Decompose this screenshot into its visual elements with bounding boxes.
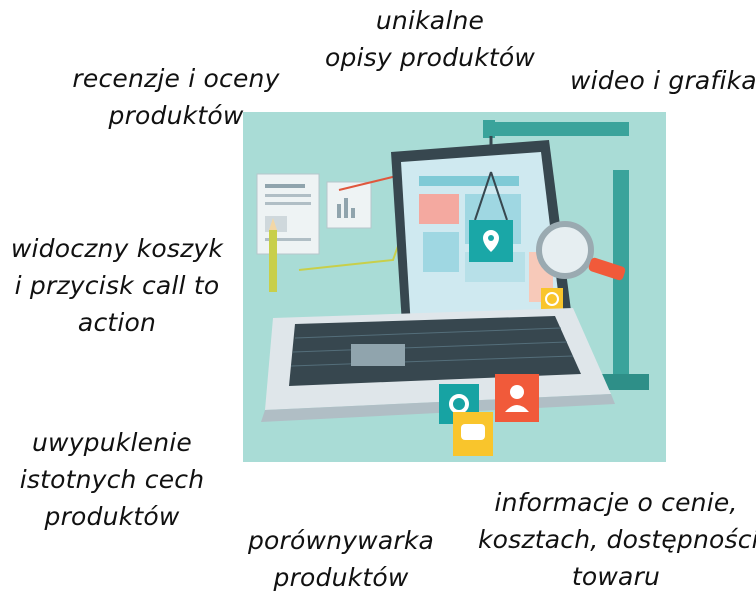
label-line: informacje o cenie, <box>494 488 738 517</box>
user-icon <box>495 374 539 422</box>
label-unique-descriptions: unikalne opisy produktów <box>320 2 540 76</box>
label-line: action <box>77 308 157 337</box>
label-line: porównywarka <box>247 526 435 555</box>
laptop-illustration <box>243 112 666 462</box>
label-line: opisy produktów <box>324 43 536 72</box>
label-line: produktów <box>273 563 409 592</box>
label-line: recenzje i oceny <box>72 64 280 93</box>
laptop-keyboard <box>261 308 615 422</box>
document-icon <box>256 173 320 255</box>
label-line: uwypuklenie <box>32 428 192 457</box>
label-line: unikalne <box>375 6 485 35</box>
label-line: kosztach, dostępności <box>478 525 756 554</box>
label-price-info: informacje o cenie, kosztach, dostępnośc… <box>478 484 756 595</box>
label-features: uwypuklenie istotnych cech produktów <box>6 424 218 535</box>
magnifier-icon <box>536 221 626 281</box>
label-line: produktów <box>44 502 180 531</box>
label-video: wideo i grafika <box>570 62 756 99</box>
chart-card-icon <box>326 181 372 229</box>
pencil-icon <box>269 218 277 292</box>
label-line: towaru <box>571 562 661 591</box>
label-line: wideo i grafika <box>570 66 756 95</box>
label-line: produktów <box>108 101 244 130</box>
label-line: i przycisk call to <box>14 271 220 300</box>
label-reviews: recenzje i oceny produktów <box>64 60 288 134</box>
label-line: widoczny koszyk <box>10 234 224 263</box>
location-pin-icon <box>469 171 513 262</box>
label-cart: widoczny koszyk i przycisk call to actio… <box>4 230 230 341</box>
label-comparison: porównywarka produktów <box>228 522 454 596</box>
power-icon <box>541 288 563 310</box>
label-line: istotnych cech <box>19 465 205 494</box>
chat-icon <box>453 412 493 456</box>
